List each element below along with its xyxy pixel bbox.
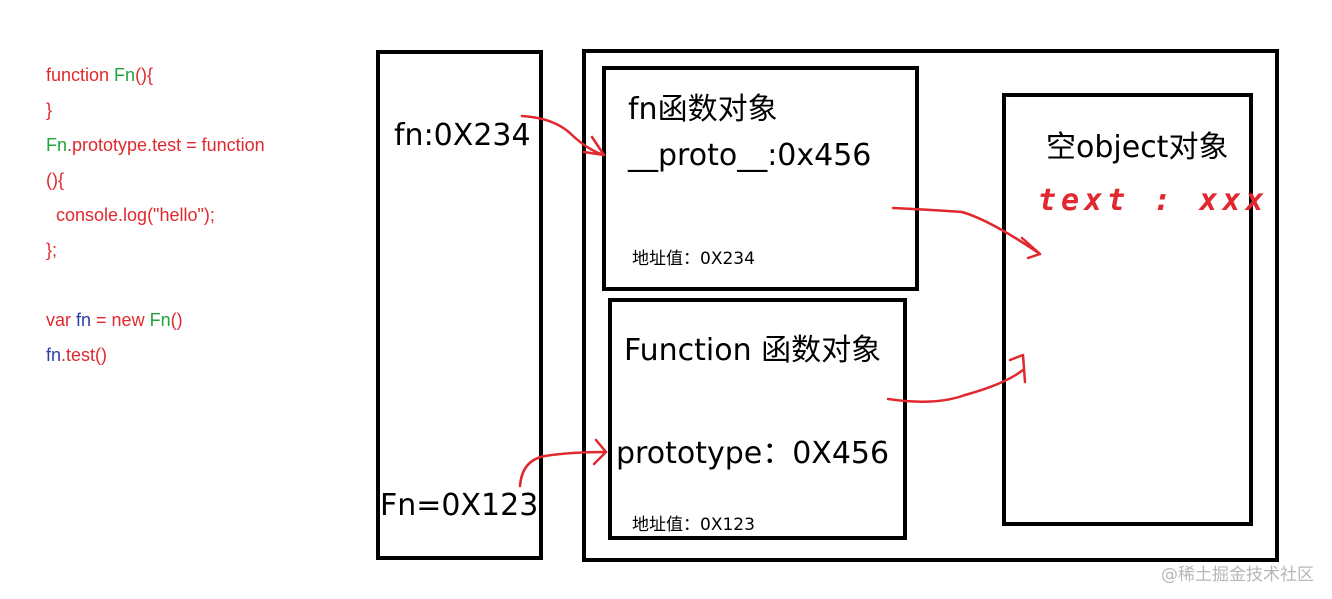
- fn-object-proto: __proto__:0x456: [628, 138, 872, 173]
- code-line: fn.test(): [46, 340, 265, 375]
- function-object-address: 地址值：0X123: [632, 515, 755, 535]
- empty-object-entry: text : xxx: [1038, 183, 1269, 218]
- function-object-title: Function 函数对象: [624, 333, 882, 368]
- arrow-prototype-to-empty-object: [886, 368, 1025, 403]
- code-token: (){: [46, 170, 64, 190]
- empty-object-box: [1002, 93, 1253, 526]
- arrow-Fn-to-function-object: [518, 450, 608, 488]
- code-token: fn: [76, 310, 92, 330]
- fn-object-box: [602, 66, 919, 291]
- code-token: function: [46, 65, 115, 85]
- stack-fn-reference: fn:0X234: [394, 118, 531, 153]
- arrow-proto-to-empty-object: [891, 206, 1042, 256]
- code-line: (){: [46, 165, 265, 200]
- code-line: function Fn(){: [46, 60, 265, 95]
- fn-object-address: 地址值：0X234: [632, 249, 755, 269]
- stack-Fn-reference: Fn=0X123: [380, 488, 539, 523]
- arrow-fn-to-fn-object-head: [582, 135, 606, 157]
- arrow-proto-to-empty-object-head: [1020, 236, 1042, 260]
- code-token: console.log("hello");: [46, 205, 215, 225]
- code-token: (){: [135, 65, 154, 85]
- watermark: @稀土掘金技术社区: [1161, 565, 1314, 585]
- code-token: };: [46, 240, 58, 260]
- function-object-prototype: prototype：0X456: [616, 436, 890, 471]
- code-line: }: [46, 95, 265, 130]
- code-token: .test(): [61, 345, 108, 365]
- arrow-Fn-to-function-object-head: [592, 438, 608, 466]
- heap-frame: [582, 49, 1279, 562]
- code-token: var: [46, 310, 77, 330]
- arrow-fn-to-fn-object: [520, 114, 606, 157]
- code-token: Fn: [46, 135, 68, 155]
- code-listing: function Fn(){}Fn.prototype.test = funct…: [46, 60, 265, 375]
- arrow-prototype-to-empty-object-head: [1008, 353, 1027, 384]
- code-token: Fn: [114, 65, 136, 85]
- code-token: }: [46, 100, 53, 120]
- fn-object-title: fn函数对象: [628, 92, 778, 127]
- function-object-box: [608, 298, 907, 540]
- code-line: Fn.prototype.test = function: [46, 130, 265, 165]
- code-token: Fn: [149, 310, 171, 330]
- code-token: fn: [46, 345, 62, 365]
- stack-frame: [376, 50, 543, 560]
- code-token: .prototype.test = function: [67, 135, 265, 155]
- empty-object-title: 空object对象: [1046, 130, 1229, 165]
- code-line: console.log("hello");: [46, 200, 265, 235]
- code-token: (): [170, 310, 183, 330]
- code-token: = new: [91, 310, 150, 330]
- code-line: var fn = new Fn(): [46, 305, 265, 340]
- code-line: };: [46, 235, 265, 270]
